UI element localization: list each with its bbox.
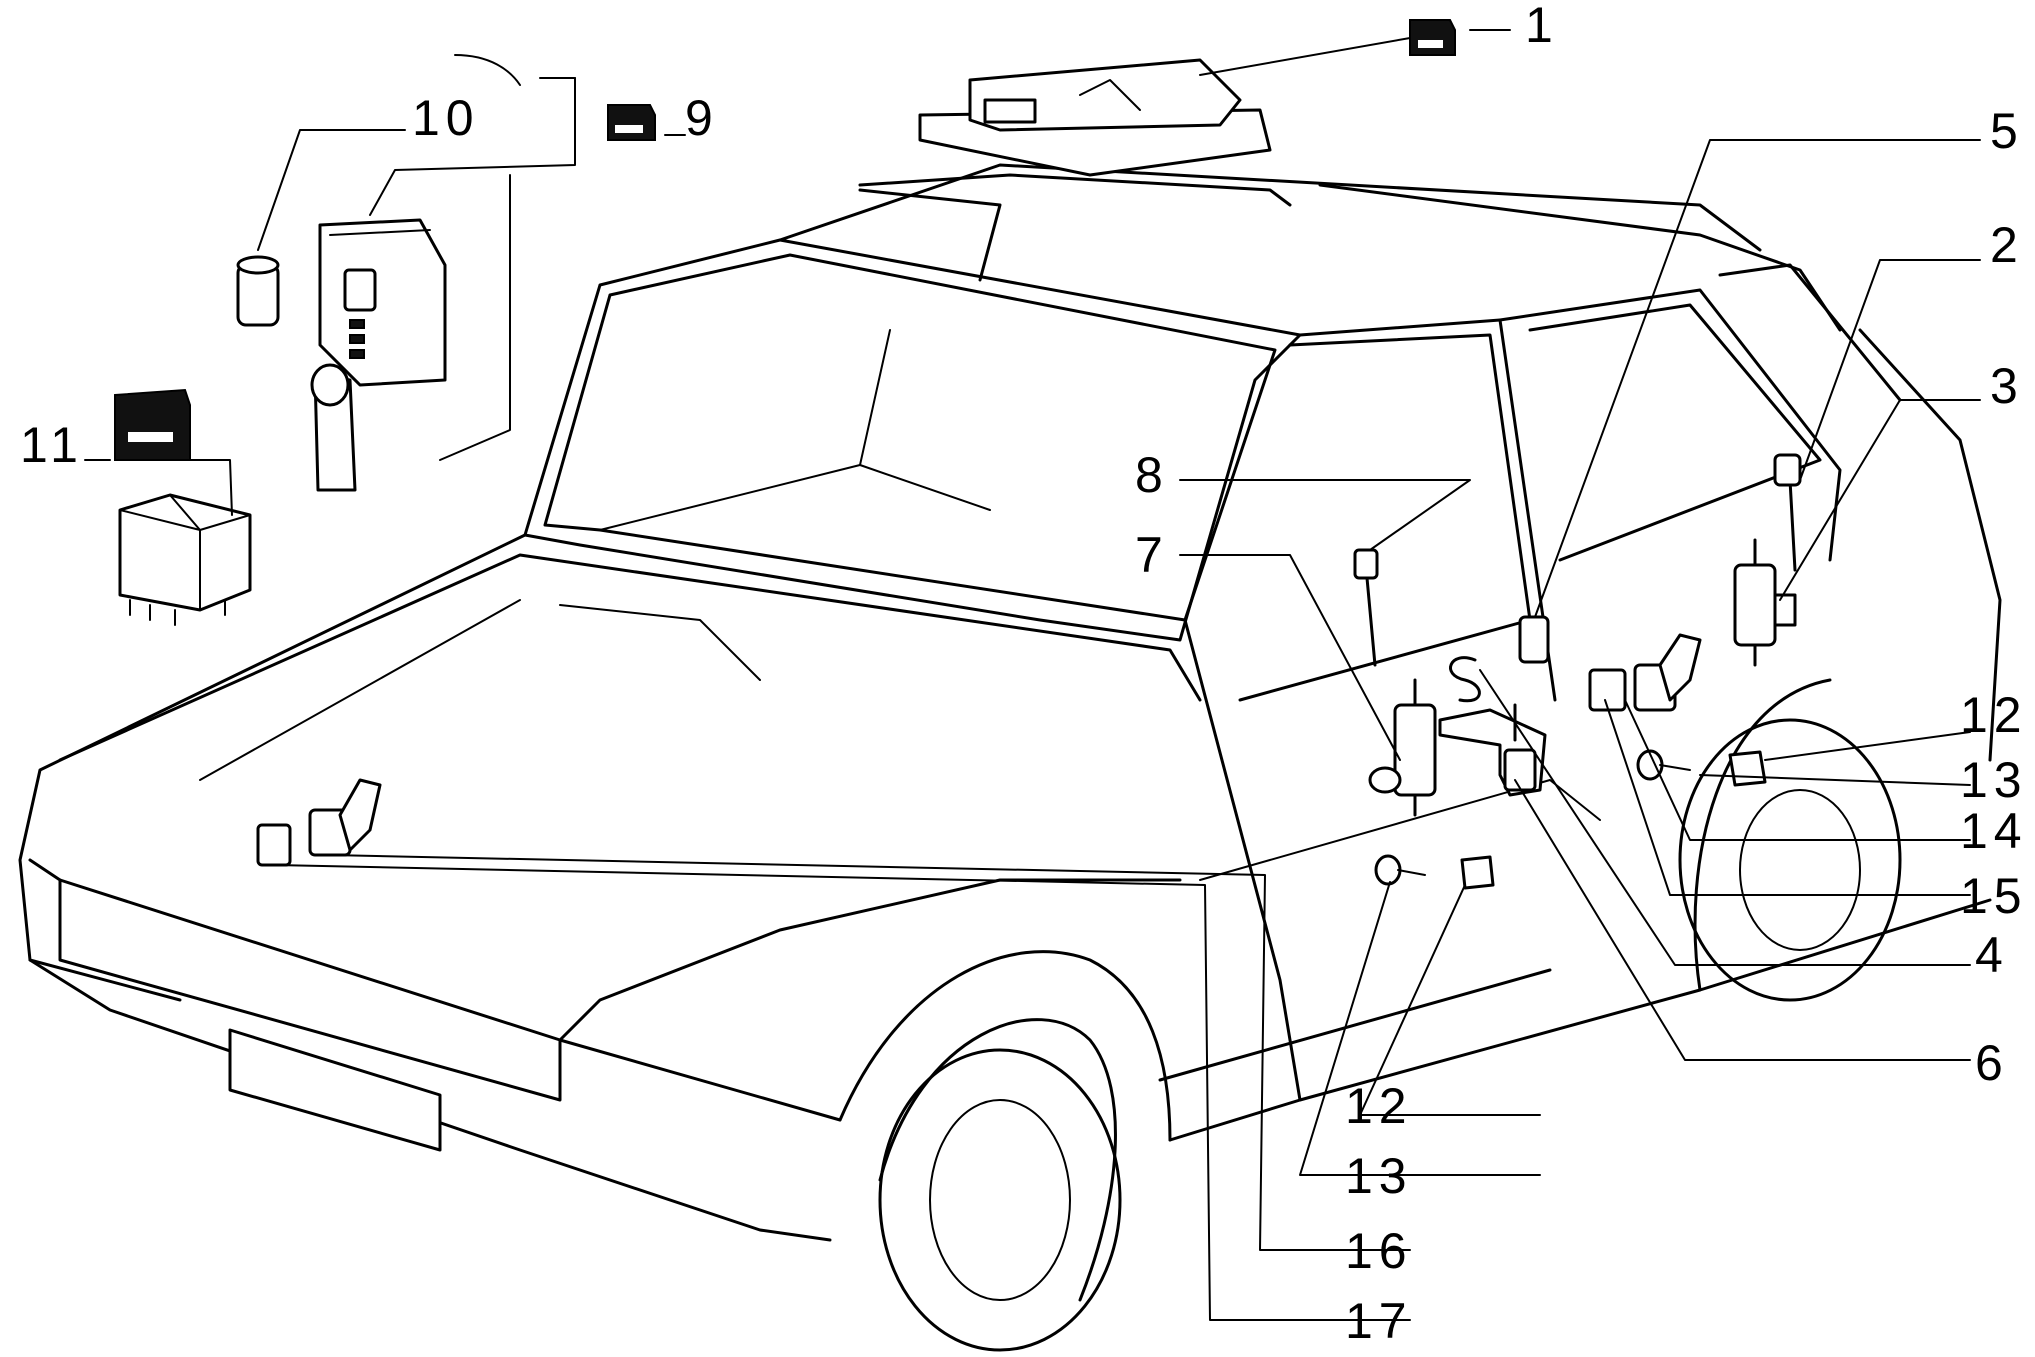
callout-6: 6 — [1975, 1035, 2009, 1091]
callout-13-rear: 13 — [1960, 752, 2028, 808]
callout-1: 1 — [1525, 0, 1559, 53]
callout-16: 16 — [1345, 1223, 1413, 1279]
mounting-bracket — [1438, 703, 1547, 797]
door-key-icon — [607, 104, 656, 141]
door-key-icon — [114, 388, 191, 461]
callout-2: 2 — [1990, 217, 2024, 273]
callout-4: 4 — [1975, 927, 2009, 983]
callout-9: 9 — [685, 90, 719, 146]
remote-transmitter — [310, 218, 447, 492]
callout-12-front: 12 — [1345, 1078, 1413, 1134]
callout-7: 7 — [1135, 527, 1169, 583]
callout-15: 15 — [1960, 868, 2028, 924]
front-lock-actuator — [1368, 678, 1437, 817]
callout-8: 8 — [1135, 447, 1169, 503]
front-screw-clip — [1374, 854, 1495, 890]
callout-11: 11 — [20, 417, 84, 473]
door-key-icon — [1409, 19, 1456, 56]
callout-10: 10 — [412, 90, 480, 146]
callout-3: 3 — [1990, 358, 2024, 414]
front-rod — [1353, 548, 1379, 667]
callout-17: 17 — [1345, 1293, 1413, 1349]
battery-cell — [236, 255, 280, 327]
callout-12-rear: 12 — [1960, 687, 2028, 743]
callout-5: 5 — [1990, 103, 2024, 159]
spacer-plate — [1518, 615, 1550, 664]
rear-door-switch — [1588, 633, 1702, 712]
relay-box — [118, 493, 252, 626]
front-door-switch — [256, 778, 382, 867]
callout-13-front: 13 — [1345, 1148, 1413, 1204]
rear-lock-actuator — [1733, 453, 1802, 667]
license-plate — [228, 1028, 442, 1152]
callout-14: 14 — [1960, 803, 2028, 859]
car-outline — [18, 163, 2002, 1352]
leader-lines — [84, 29, 1981, 1321]
roof-control-unit — [858, 58, 1292, 282]
spring-clip — [1449, 656, 1481, 703]
